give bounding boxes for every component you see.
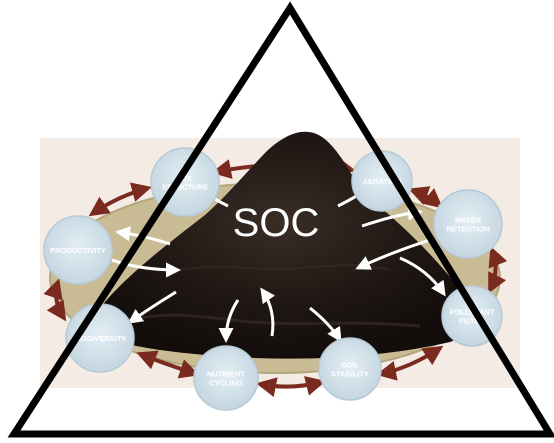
arrow-to-stability <box>309 306 342 343</box>
node-label: SOIL <box>176 174 194 183</box>
node-label: WATER <box>455 216 482 225</box>
node-label: PRODUCTIVITY <box>50 246 106 255</box>
node-circle <box>43 215 113 285</box>
arrow-productivity-structure <box>88 182 152 217</box>
arrow-nutrient-biodiversity <box>136 350 200 379</box>
cycle-arrows <box>43 157 508 397</box>
node-label: FILTER <box>459 317 485 326</box>
node-label: SOIL <box>341 361 359 370</box>
arrow-aeration-water <box>408 186 444 209</box>
arrow-to-biodiversity <box>127 290 177 324</box>
node-label: STABILITY <box>331 370 369 379</box>
arrow-from-left <box>111 258 181 278</box>
node-label: CYCLING <box>209 379 243 388</box>
node-circle <box>193 345 259 411</box>
node-label: STRUCTURE <box>162 183 208 192</box>
triangle-outline <box>7 1 554 438</box>
arrow-biodiversity-productivity <box>43 278 67 322</box>
node-circle <box>351 150 413 212</box>
node-aeration: AERATION <box>351 150 413 212</box>
arrow-from-nutrient <box>260 287 276 337</box>
center-label: SOC <box>233 201 320 245</box>
arrow-to-pollutant <box>399 256 446 297</box>
arrow-water-pollutant <box>488 246 508 294</box>
node-label: AERATION <box>363 177 402 186</box>
arrow-pollutant-stability <box>376 345 444 381</box>
function-nodes: SOILSTRUCTUREAERATIONWATERRETENTIONPOLLU… <box>43 147 503 411</box>
node-circle <box>318 337 382 401</box>
arrow-stability-nutrient <box>256 376 326 397</box>
node-label: RETENTION <box>446 225 489 234</box>
node-productivity: PRODUCTIVITY <box>43 215 113 285</box>
node-label: NUTRIENT <box>207 370 245 379</box>
arrow-from-right <box>355 238 431 270</box>
node-label: BIODIVERSITY <box>74 334 127 343</box>
node-circle <box>433 189 503 259</box>
arrow-to-nutrient <box>218 299 240 343</box>
